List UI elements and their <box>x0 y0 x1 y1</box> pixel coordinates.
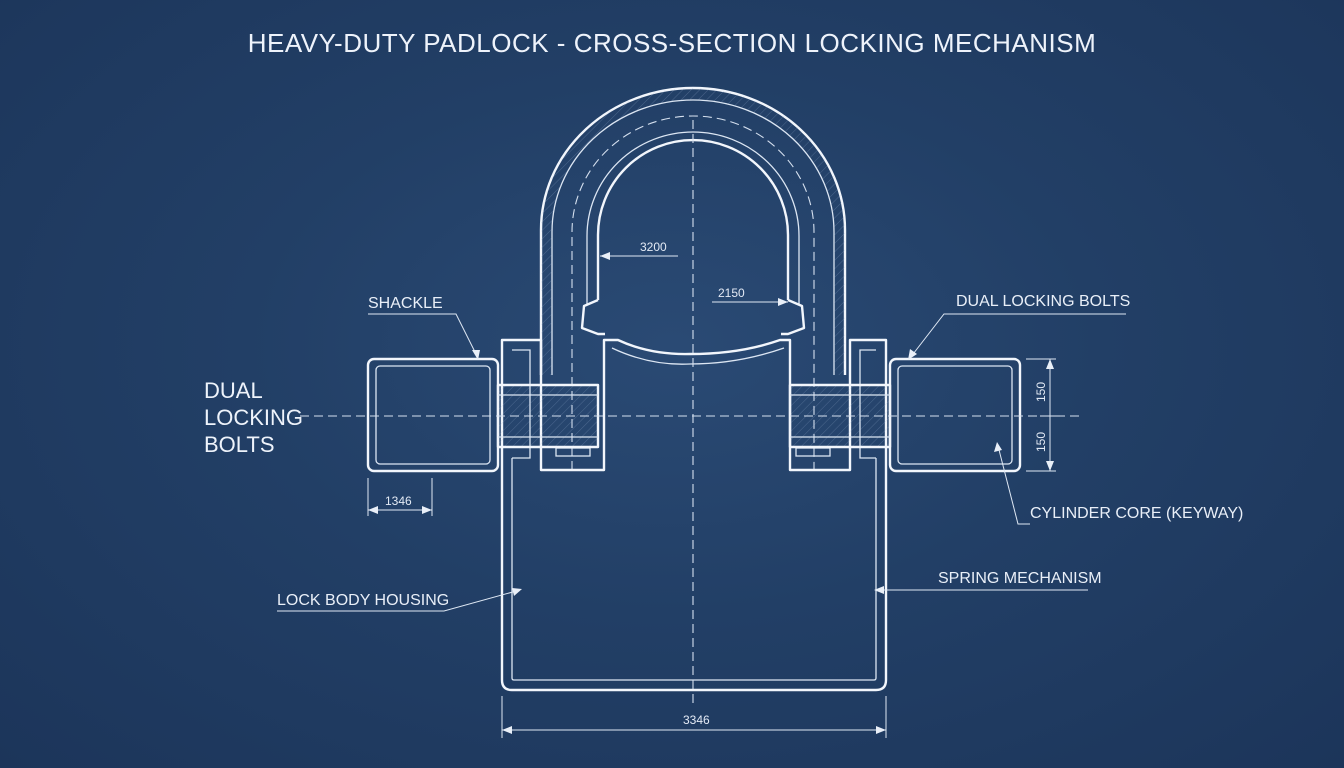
svg-text:3200: 3200 <box>640 240 667 254</box>
label-spring-mechanism: SPRING MECHANISM <box>874 570 1102 594</box>
label-cylinder-core: CYLINDER CORE (KEYWAY) <box>994 442 1243 525</box>
svg-text:3346: 3346 <box>683 713 710 727</box>
label-shackle: SHACKLE <box>368 295 480 360</box>
svg-text:2150: 2150 <box>718 286 745 300</box>
svg-text:BOLTS: BOLTS <box>204 432 275 457</box>
svg-text:150: 150 <box>1034 382 1048 402</box>
svg-text:CYLINDER CORE (KEYWAY): CYLINDER CORE (KEYWAY) <box>1030 505 1243 522</box>
dimension-shackle-inner: 3200 <box>600 240 678 260</box>
svg-text:SHACKLE: SHACKLE <box>368 295 443 312</box>
dimension-shackle-gap: 2150 <box>712 286 788 306</box>
label-dual-locking-bolts-right: DUAL LOCKING BOLTS <box>908 293 1130 360</box>
dimension-bolt-height: 150 150 <box>1026 358 1060 472</box>
dimension-bolt-width: 1346 <box>367 478 433 516</box>
svg-text:1346: 1346 <box>385 494 412 508</box>
svg-text:LOCKING: LOCKING <box>204 405 303 430</box>
label-lock-body-housing: LOCK BODY HOUSING <box>277 588 522 612</box>
svg-text:DUAL: DUAL <box>204 378 263 403</box>
svg-text:SPRING MECHANISM: SPRING MECHANISM <box>938 570 1102 587</box>
left-locking-bolt <box>366 357 600 473</box>
svg-text:150: 150 <box>1034 432 1048 452</box>
svg-text:LOCK BODY HOUSING: LOCK BODY HOUSING <box>277 592 449 609</box>
shackle <box>539 86 847 470</box>
diagram-title: HEAVY-DUTY PADLOCK - CROSS-SECTION LOCKI… <box>248 28 1097 58</box>
right-locking-bolt <box>788 357 1022 473</box>
dimension-body-width: 3346 <box>501 696 887 738</box>
label-dual-locking-bolts-left: DUAL LOCKING BOLTS <box>204 378 303 457</box>
lock-body-housing <box>500 338 888 692</box>
svg-text:DUAL LOCKING BOLTS: DUAL LOCKING BOLTS <box>956 293 1130 310</box>
